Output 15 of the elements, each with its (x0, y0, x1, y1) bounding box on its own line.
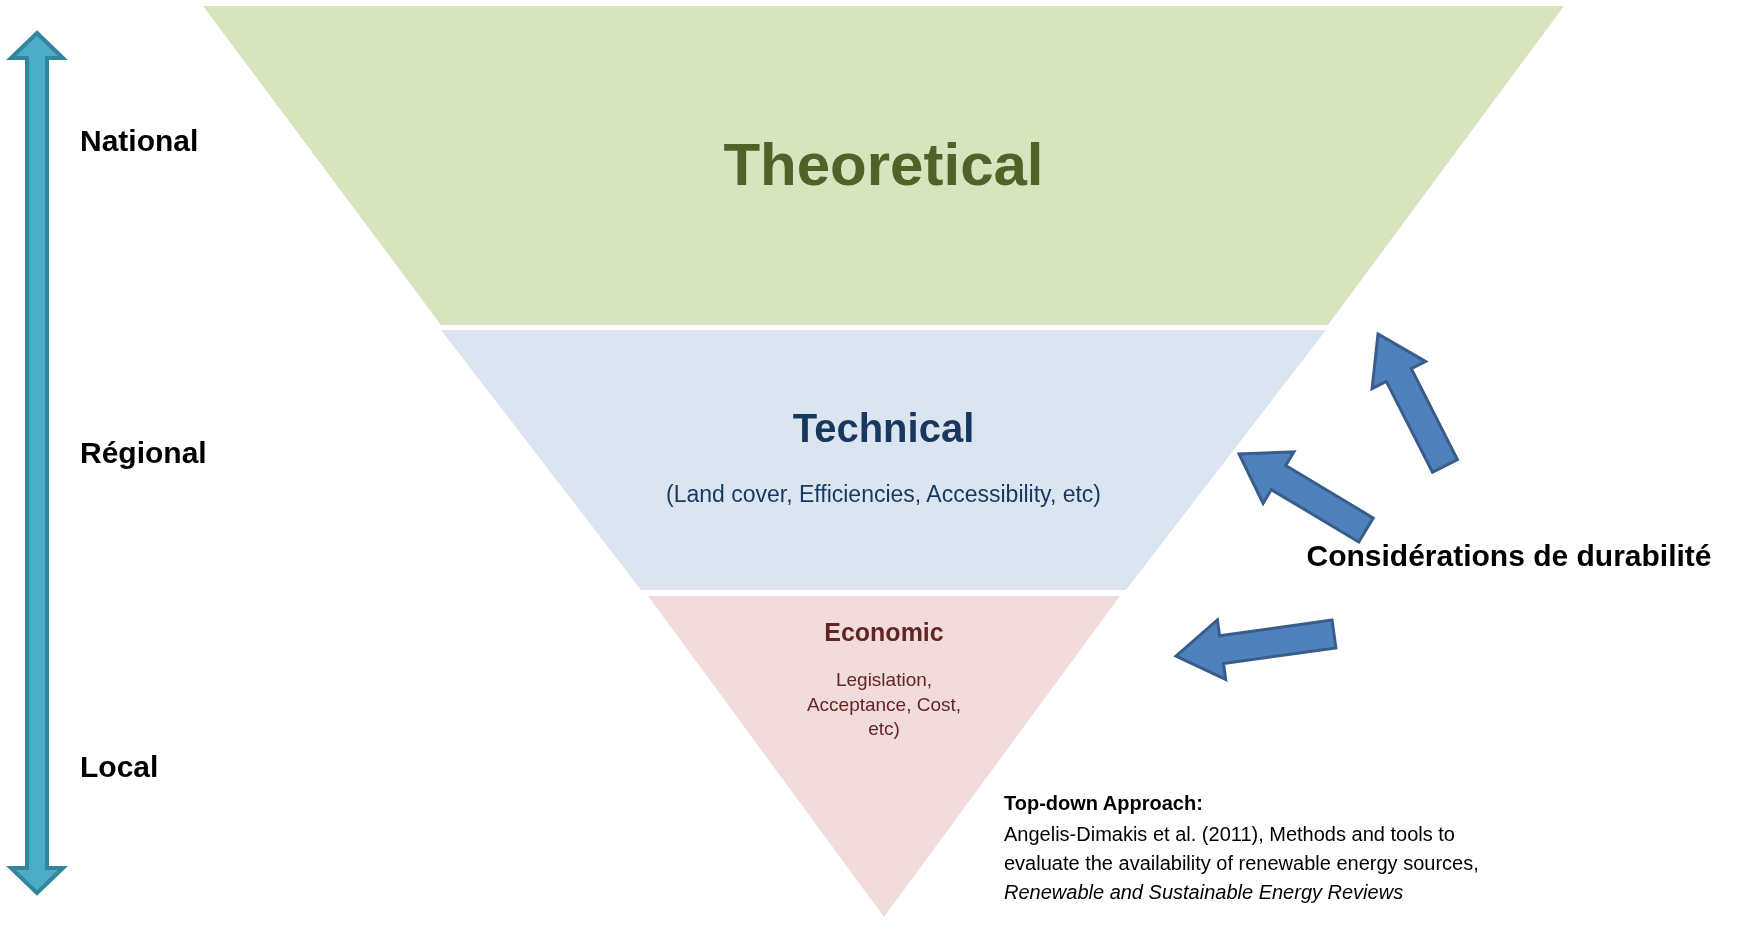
annotation-text: Considérations de durabilité (1305, 538, 1713, 574)
reference-text: Angelis-Dimakis et al. (2011), Methods and tools to evaluate the availability of renewable energy sources, Renewable and Sustainable Energy Reviews (1004, 822, 1480, 905)
level-description: Legislation, Acceptance, Cost, etc) (805, 668, 963, 742)
level-title: Economic (823, 617, 945, 648)
level-title: Technical (791, 405, 976, 452)
scale-level-label: Régional (80, 436, 207, 470)
block-arrow (1173, 616, 1338, 682)
block-arrow (1236, 450, 1376, 545)
reference-heading: Top-down Approach: (1004, 792, 1203, 815)
level-title: Theoretical (722, 130, 1045, 200)
level-description: (Land cover, Efficiencies, Accessibility, etc) (664, 480, 1103, 509)
trapezoid-band (203, 6, 1564, 325)
block-arrow (1370, 331, 1460, 475)
scale-level-label: National (80, 124, 199, 158)
scale-level-label: Local (80, 750, 159, 784)
